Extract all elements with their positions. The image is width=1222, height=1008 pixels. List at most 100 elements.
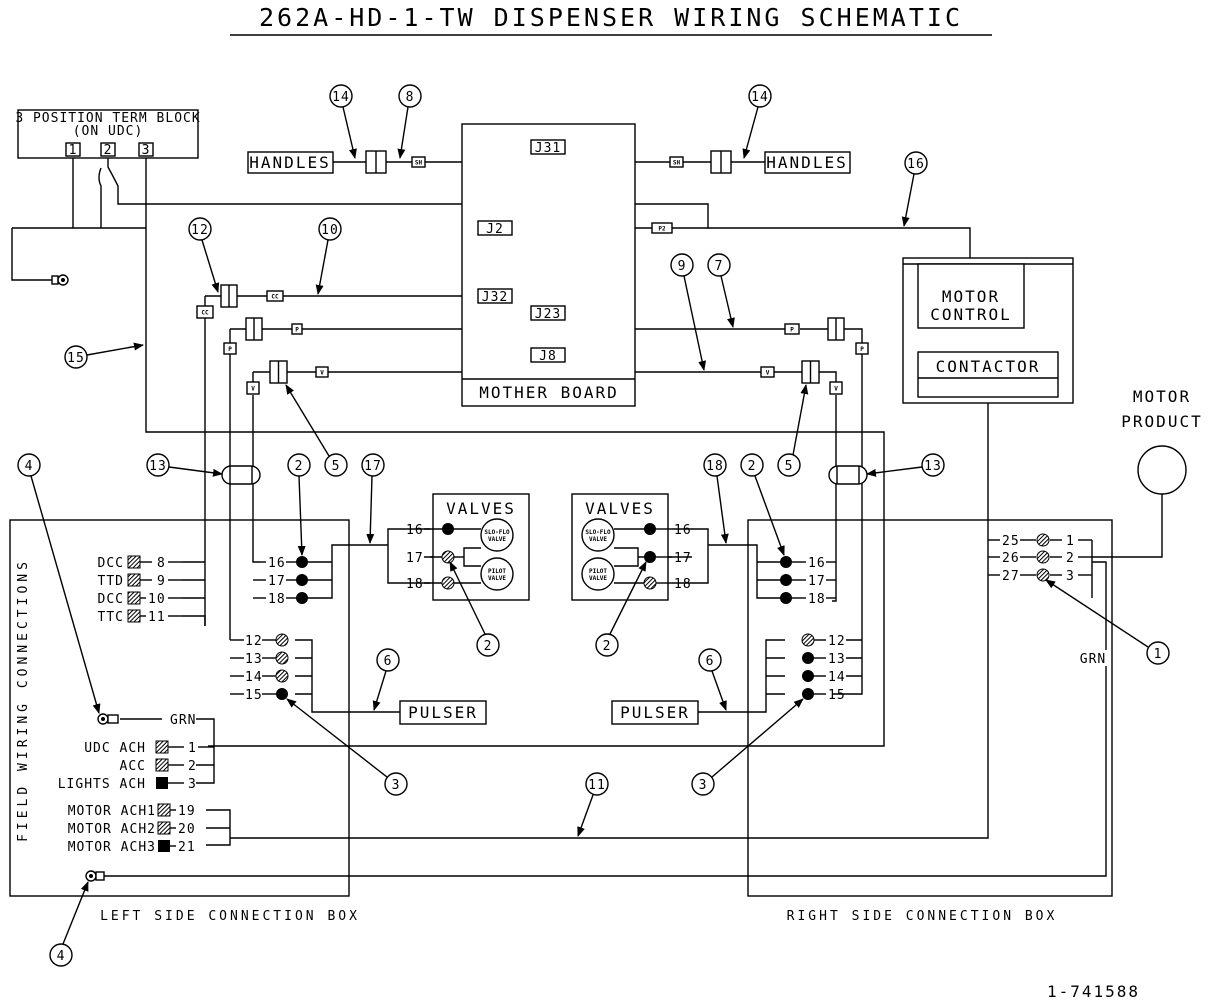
callout-13-left-label: 13 xyxy=(149,459,167,474)
cable-clamp-right-icon xyxy=(828,465,868,485)
callout-5-left-label: 5 xyxy=(332,459,341,474)
slo-flo-left-1: SLO-FLO xyxy=(484,529,510,536)
wire-ground-term xyxy=(11,227,146,281)
callout-13-right xyxy=(921,453,945,477)
valves-right-title: VALVES xyxy=(585,499,655,518)
page-title: 262A-HD-1-TW DISPENSER WIRING SCHEMATIC xyxy=(259,3,963,32)
j2-connector xyxy=(477,220,513,236)
j32-label: J32 xyxy=(482,290,508,305)
field-row-1-name: DCC xyxy=(98,556,124,571)
valve-right-pin-18: 18 xyxy=(674,577,692,592)
motor-row-1-name: MOTOR ACH1 xyxy=(68,804,156,819)
callout-2-right-label: 2 xyxy=(748,459,757,474)
term-pin-3 xyxy=(138,142,154,157)
v-connector-left xyxy=(269,360,288,384)
power-row-1-num: 1 xyxy=(188,741,197,756)
wire-cc xyxy=(204,295,478,626)
wire-pin3-loop xyxy=(145,158,885,747)
p-tag-left-a-label: P xyxy=(295,327,299,334)
left-valve-pins: 16 17 18 xyxy=(253,556,308,607)
valve-left-pin-17: 17 xyxy=(406,551,424,566)
cc-tag-a-label: CC xyxy=(271,294,279,301)
sh-tag-left xyxy=(411,156,426,168)
slo-flo-valve-right-icon xyxy=(581,518,615,552)
motor-product-line1: MOTOR xyxy=(1133,387,1191,406)
callout-15-label: 15 xyxy=(67,351,85,366)
field-row-3-num: 10 xyxy=(148,592,166,607)
v-tag-left-a-label: V xyxy=(320,370,324,377)
wire-right-pulser xyxy=(698,639,785,713)
term-pin-2 xyxy=(100,142,116,157)
pilot-valve-right-icon xyxy=(581,557,615,591)
p-tag-right-b-label: P xyxy=(860,346,864,353)
power-row-1-name: UDC ACH xyxy=(84,741,146,756)
right-motor-25: 25 xyxy=(1002,534,1020,549)
sh-tag-right-label: SH xyxy=(673,160,681,167)
callout-5-right xyxy=(777,453,801,477)
j31-connector xyxy=(530,139,566,155)
p-connector-left xyxy=(245,317,263,341)
motor-row-3-name: MOTOR ACH3 xyxy=(68,840,156,855)
left-pin-18: 18 xyxy=(268,592,286,607)
terminal-block xyxy=(157,821,171,835)
motor-control-line1: MOTOR xyxy=(942,287,1000,306)
motor-row-2-name: MOTOR ACH2 xyxy=(68,822,156,837)
grn-right-bg xyxy=(1078,650,1110,666)
pilot-right-2: VALVE xyxy=(589,575,607,582)
j8-label: J8 xyxy=(539,349,557,364)
slo-flo-left-2: VALVE xyxy=(488,536,506,543)
right-box-label: RIGHT SIDE CONNECTION BOX xyxy=(787,909,1058,924)
callout-2-valve-left-label: 2 xyxy=(484,639,493,654)
wire-right-valves xyxy=(672,528,780,599)
term-pin-2-label: 2 xyxy=(104,143,113,158)
p-tag-right-b xyxy=(855,342,869,355)
right-grn-label: GRN xyxy=(1080,652,1106,667)
handle-connector-right xyxy=(710,150,732,174)
callout-5-left xyxy=(324,453,348,477)
callout-10-label: 10 xyxy=(321,223,339,238)
field-row-4-name: TTC xyxy=(98,610,124,625)
callout-13-right-label: 13 xyxy=(924,459,942,474)
callout-2-left-label: 2 xyxy=(295,459,304,474)
right-pulser-pins: 12 13 14 15 xyxy=(801,633,845,703)
callout-5-right-label: 5 xyxy=(785,459,794,474)
valve-left-pin-18: 18 xyxy=(406,577,424,592)
terminal-block xyxy=(127,555,141,569)
wires xyxy=(11,154,1163,877)
v-tag-right-a xyxy=(760,366,775,378)
callout-3-left xyxy=(384,772,408,796)
right-motor-26: 26 xyxy=(1002,551,1020,566)
callout-12-label: 12 xyxy=(191,223,209,238)
mother-board-label: MOTHER BOARD xyxy=(479,383,619,402)
p-tag-right-a-label: P xyxy=(790,327,794,334)
pilot-right-1: PILOT xyxy=(589,568,607,575)
callout-4-bottom xyxy=(49,943,73,967)
pilot-left-2: VALVE xyxy=(488,575,506,582)
callout-18-label: 18 xyxy=(706,459,724,474)
wire-left-pulser xyxy=(295,639,400,713)
callout-3-right-label: 3 xyxy=(699,778,708,793)
callout-8-label: 8 xyxy=(406,90,415,105)
terminal-block xyxy=(155,740,169,754)
wire-pin2 xyxy=(98,167,102,228)
callout-2-valve-right xyxy=(595,633,619,657)
right-connection-box xyxy=(747,519,1113,897)
p-tag-left-b-label: P xyxy=(228,346,232,353)
handle-connector-left xyxy=(365,150,387,174)
callout-14-left xyxy=(329,84,353,108)
pilot-valve-left-icon xyxy=(480,557,514,591)
v-connector-right xyxy=(801,360,820,384)
slo-flo-right-1: SLO-FLO xyxy=(585,529,611,536)
callout-16 xyxy=(904,151,928,175)
pulser-right: PULSER xyxy=(620,703,690,722)
ground-lug-icon xyxy=(51,274,69,286)
terminal-block xyxy=(157,803,171,817)
wire-left-valves xyxy=(308,528,430,599)
right-motor-rows: 25 1 26 2 27 3 xyxy=(988,533,1092,584)
callout-12 xyxy=(188,217,212,241)
left-pin-15: 15 xyxy=(245,688,263,703)
j32-connector xyxy=(477,288,513,304)
callout-9 xyxy=(670,253,694,277)
j31-label: J31 xyxy=(535,141,561,156)
cc-tag-b-label: CC xyxy=(201,310,209,317)
